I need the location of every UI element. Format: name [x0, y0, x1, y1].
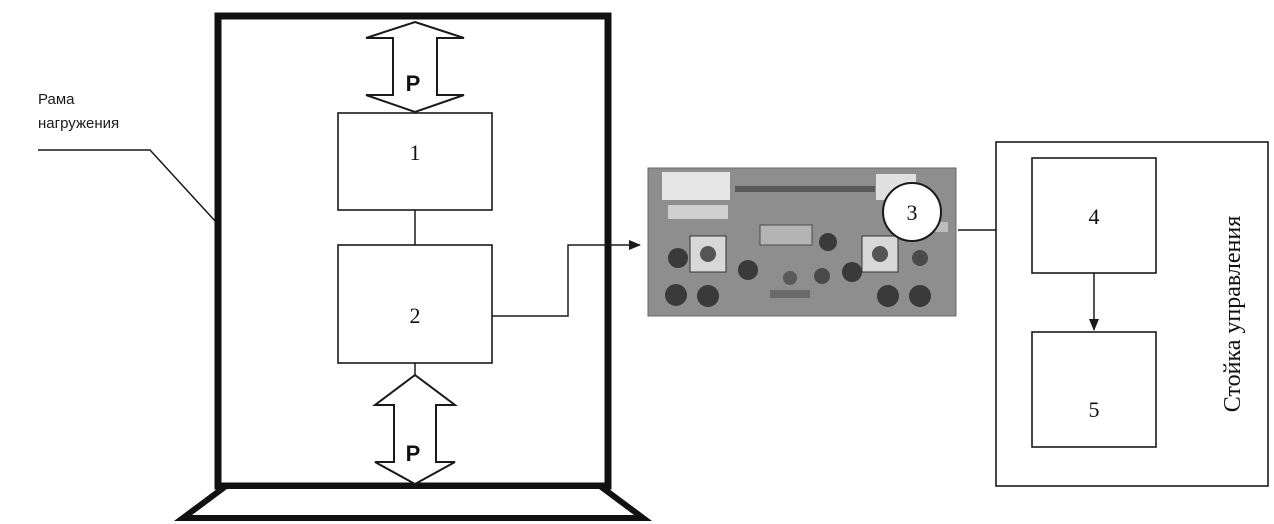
electronics-board: [647, 167, 957, 317]
block-4-label: 4: [1089, 204, 1100, 229]
block-5-label: 5: [1089, 397, 1100, 422]
force-arrow-top: [365, 20, 465, 114]
link-2-to-3: [492, 240, 641, 317]
block-3-label: 3: [907, 200, 918, 225]
force-arrow-bottom: [372, 373, 458, 486]
block-3-circle: [882, 182, 942, 242]
frame-label-line1: Рама: [38, 91, 75, 108]
force-label-top: P: [406, 71, 421, 96]
block-5: [1031, 331, 1157, 448]
block-4: [1031, 157, 1157, 274]
control-rack-label: Стойка управления: [1220, 216, 1246, 413]
block-1-label: 1: [410, 140, 421, 165]
block-2: [337, 244, 493, 364]
block-2-label: 2: [410, 303, 421, 328]
frame-base: [173, 483, 653, 521]
force-label-bottom: P: [406, 441, 421, 466]
frame-label-line2: нагружения: [38, 115, 119, 132]
frame-label-leader: [38, 149, 217, 223]
